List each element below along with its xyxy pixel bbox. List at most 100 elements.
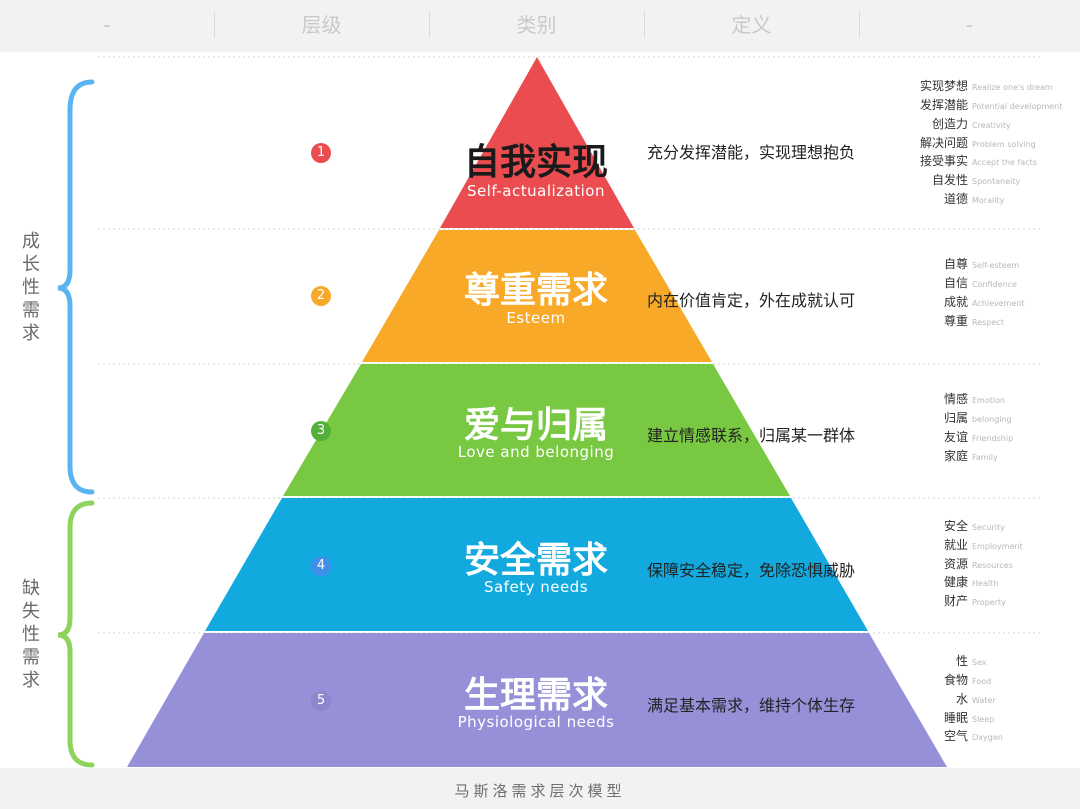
keyword-cn: 自信 xyxy=(943,276,968,290)
keyword-cn: 归属 xyxy=(943,411,968,425)
keyword-en: Respect xyxy=(972,318,1004,327)
level-4-definition: 保障安全稳定，免除恐惧威胁 xyxy=(647,561,856,580)
level-5-title: 生理需求 xyxy=(463,675,608,716)
keyword-en: Sex xyxy=(972,658,987,667)
tier-esteem xyxy=(362,230,712,362)
keyword-cn: 食物 xyxy=(943,673,968,687)
level-1-title: 自我实现 xyxy=(463,142,608,183)
keyword-item: 性 Sex xyxy=(900,652,1076,671)
level-4-badge: 4 xyxy=(311,556,331,576)
keyword-cn: 水 xyxy=(955,692,968,706)
keyword-en: Employment xyxy=(972,542,1023,551)
level-1-badge: 1 xyxy=(311,143,331,163)
keyword-cn: 创造力 xyxy=(931,117,968,131)
keyword-cn: 家庭 xyxy=(943,449,968,463)
keyword-cn: 自尊 xyxy=(943,257,968,271)
header-col-0: - xyxy=(103,13,111,37)
growth-brace xyxy=(57,79,95,495)
level-3-subtitle: Love and belonging xyxy=(457,443,615,461)
keyword-en: Emotion xyxy=(972,396,1006,405)
keyword-cn: 性 xyxy=(955,654,968,668)
keyword-cn: 就业 xyxy=(943,538,968,552)
level-2-title: 尊重需求 xyxy=(463,270,608,311)
keyword-item: 解决问题 Problem solving xyxy=(900,134,1076,153)
keyword-cn: 发挥潜能 xyxy=(919,98,968,112)
level-3-definition: 建立情感联系，归属某一群体 xyxy=(647,426,856,445)
level-3-badge: 3 xyxy=(311,421,331,441)
level-5-badge: 5 xyxy=(311,691,331,711)
keyword-cn: 友谊 xyxy=(943,430,968,444)
keyword-en: Creativity xyxy=(972,121,1011,130)
level-1-definition: 充分发挥潜能，实现理想抱负 xyxy=(647,143,856,162)
level-4-subtitle: Safety needs xyxy=(483,578,589,596)
deficiency-brace xyxy=(57,500,95,768)
level-5-definition: 满足基本需求，维持个体生存 xyxy=(647,696,856,715)
header-bar: - 层级 类别 定义 - xyxy=(0,0,1080,52)
level-4-title: 安全需求 xyxy=(463,540,608,581)
keyword-en: Self-esteem xyxy=(972,261,1020,270)
header-col-definition: 定义 xyxy=(731,13,772,37)
keyword-cn: 健康 xyxy=(943,575,968,589)
level-2-definition: 内在价值肯定，外在成就认可 xyxy=(647,291,856,310)
keyword-en: Problem solving xyxy=(972,140,1036,149)
header-divider xyxy=(214,12,215,38)
keyword-item: 尊重 Respect xyxy=(900,312,1076,331)
header-divider xyxy=(644,12,645,38)
tier-love-belonging xyxy=(283,364,790,496)
keyword-item: 友谊 Friendship xyxy=(900,428,1076,447)
growth-needs-label: 成长性需求 xyxy=(22,231,40,344)
keyword-cn: 实现梦想 xyxy=(919,79,968,93)
keyword-en: Confidence xyxy=(972,280,1017,289)
keyword-en: Security xyxy=(972,523,1005,532)
keyword-item: 创造力 Creativity xyxy=(900,115,1076,134)
keyword-cn: 资源 xyxy=(943,557,968,571)
keyword-en: Accept the facts xyxy=(972,158,1037,167)
level-1-subtitle: Self-actualization xyxy=(467,182,605,200)
keyword-en: Potential development xyxy=(972,102,1063,111)
keyword-en: Oxygen xyxy=(972,733,1003,742)
keyword-item: 就业 Employment xyxy=(900,536,1076,555)
header-col-4: - xyxy=(965,13,974,37)
keyword-en: Spontaneity xyxy=(972,177,1021,186)
keyword-item: 自尊 Self-esteem xyxy=(900,255,1076,274)
tier-safety xyxy=(205,498,868,631)
level-2-subtitle: Esteem xyxy=(506,309,566,327)
keyword-cn: 解决问题 xyxy=(919,136,968,150)
keyword-item: 实现梦想 Realize one's dream xyxy=(900,77,1076,96)
keyword-cn: 安全 xyxy=(943,519,968,533)
keyword-en: Realize one's dream xyxy=(972,83,1053,92)
deficiency-needs-label: 缺失性需求 xyxy=(22,578,40,691)
keyword-en: Friendship xyxy=(972,434,1014,443)
level-5-subtitle: Physiological needs xyxy=(457,713,615,731)
keyword-en: Sleep xyxy=(972,715,995,724)
keyword-item: 自发性 Spontaneity xyxy=(900,171,1076,190)
header-divider xyxy=(859,12,860,38)
keyword-cn: 财产 xyxy=(943,594,968,608)
header-col-level: 层级 xyxy=(301,13,342,37)
keyword-item: 睡眠 Sleep xyxy=(900,709,1076,728)
keyword-cn: 道德 xyxy=(943,192,968,206)
keyword-cn: 自发性 xyxy=(931,173,968,187)
keyword-cn: 尊重 xyxy=(943,314,968,328)
keyword-cn: 睡眠 xyxy=(943,711,968,725)
tier-self-actualization xyxy=(440,57,634,228)
keyword-en: Achievement xyxy=(972,299,1025,308)
level-3-title: 爱与归属 xyxy=(463,405,608,446)
tier-physiological xyxy=(127,633,947,767)
level-2-badge: 2 xyxy=(311,286,331,306)
header-col-category: 类别 xyxy=(516,13,557,37)
keyword-item: 情感 Emotion xyxy=(900,390,1076,409)
keyword-item: 自信 Confidence xyxy=(900,274,1076,293)
keyword-cn: 情感 xyxy=(943,392,968,406)
